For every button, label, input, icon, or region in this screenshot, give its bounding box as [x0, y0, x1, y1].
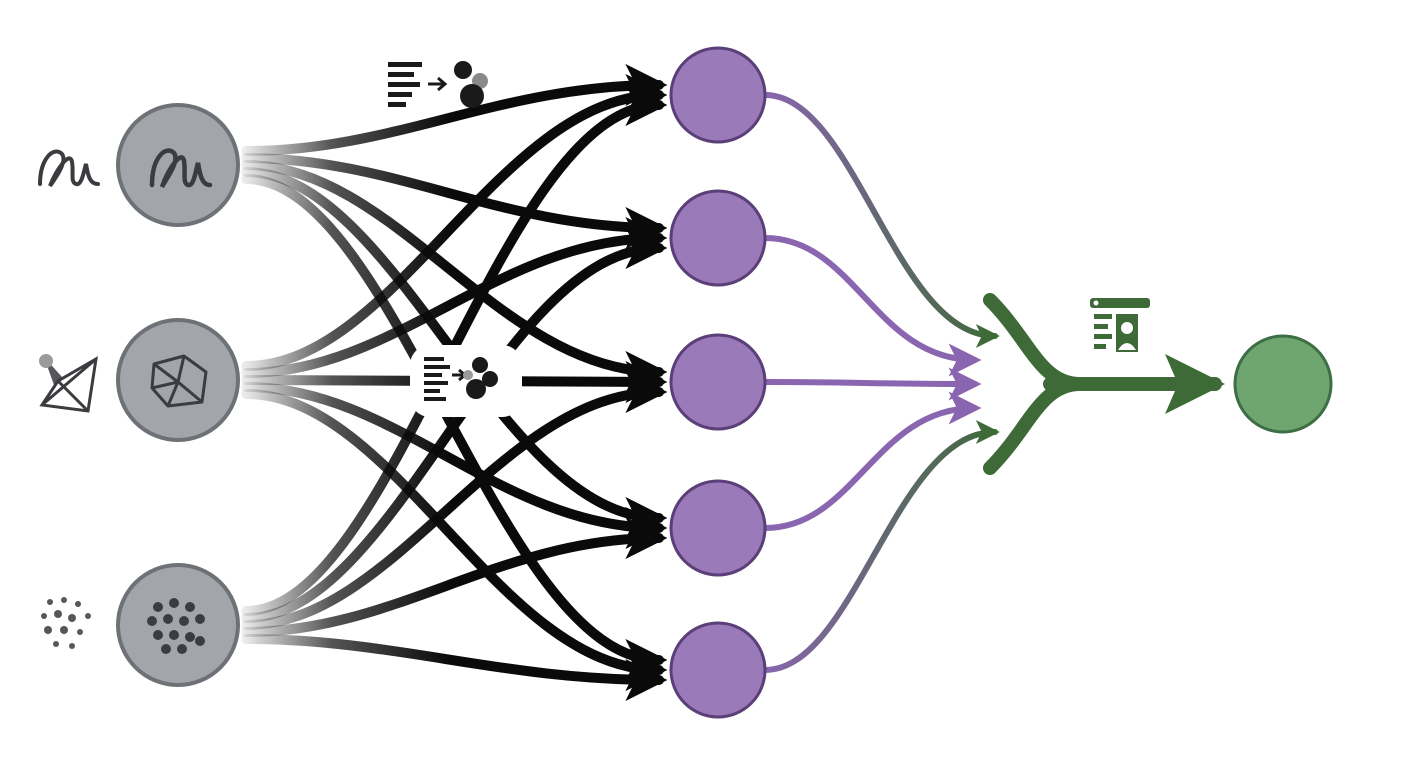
hidden-node-5 — [669, 621, 767, 719]
dots-side-icon — [41, 597, 91, 649]
edge-in3-h2 — [241, 227, 668, 623]
edge-in3-h5 — [241, 634, 668, 701]
edge-in3-h3 — [241, 371, 668, 630]
text-to-shapes-icon — [388, 61, 488, 108]
input-node-3 — [116, 563, 240, 687]
output-arrowhead — [1165, 354, 1225, 414]
document-image-icon — [1090, 298, 1150, 352]
hidden-node-1 — [669, 46, 767, 144]
text-to-shapes-center-icon — [410, 345, 522, 417]
edge-in1-h2 — [241, 153, 668, 249]
edge-h3-out — [762, 367, 982, 401]
3d-shape-icon — [150, 354, 208, 408]
input-node-2 — [116, 318, 240, 442]
edge-in3-h4 — [241, 517, 668, 637]
edge-h4-out — [762, 391, 982, 531]
input-to-hidden-connections — [241, 64, 668, 701]
input-node-1 — [116, 103, 240, 227]
handwriting-side-icon — [38, 149, 100, 188]
edge-h2-out — [762, 235, 982, 377]
edge-in1-h1 — [241, 64, 668, 156]
output-node — [1233, 334, 1333, 434]
edge-in1-h3 — [241, 160, 668, 393]
hidden-to-output-connections — [762, 92, 1225, 673]
edge-in1-h5 — [241, 174, 668, 681]
dot-pattern-icon — [147, 598, 205, 654]
hidden-node-4 — [669, 479, 767, 577]
hidden-node-2 — [669, 189, 767, 287]
hidden-node-3 — [669, 333, 767, 431]
edge-in2-h1 — [241, 74, 668, 371]
edge-in2-h4 — [241, 382, 668, 549]
shape-pin-side-icon — [39, 354, 98, 413]
edge-in2-h5 — [241, 389, 668, 691]
nodes-layer — [116, 46, 1333, 719]
handwriting-icon — [149, 148, 213, 189]
edge-in2-h2 — [241, 217, 668, 378]
edge-h1-out — [762, 92, 1000, 348]
edge-h5-out — [762, 420, 1000, 673]
